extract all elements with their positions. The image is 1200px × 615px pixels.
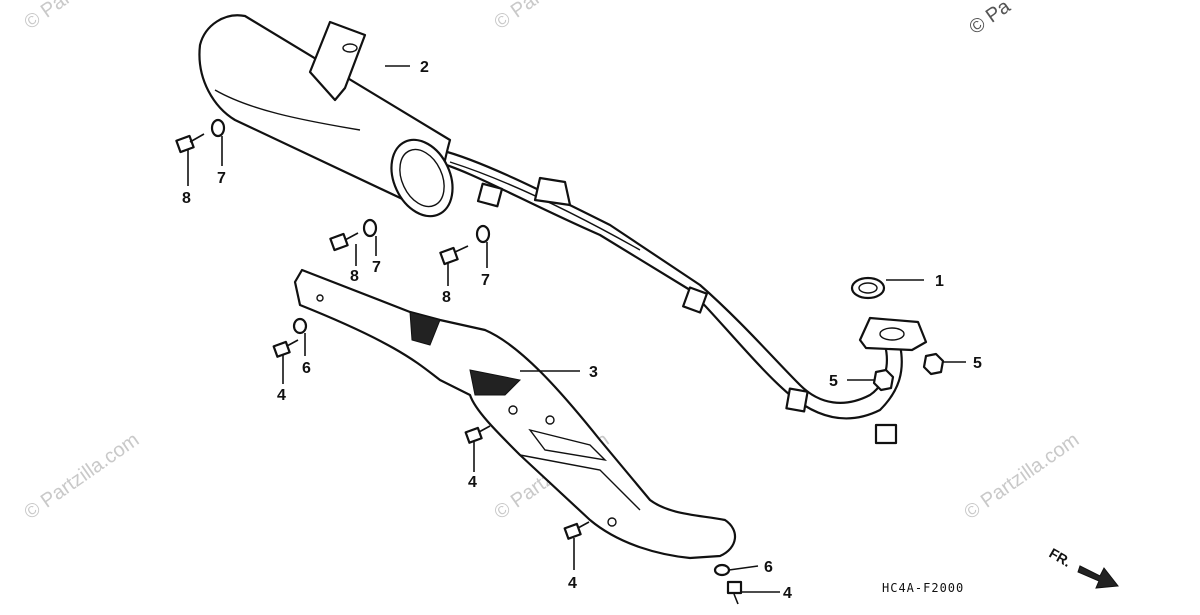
callout-7: 7 — [217, 170, 226, 187]
callout-2: 2 — [420, 59, 429, 76]
callout-6: 6 — [302, 360, 311, 377]
callout-4: 4 — [783, 585, 792, 602]
callout-5: 5 — [829, 373, 838, 390]
callout-7: 7 — [372, 259, 381, 276]
gasket — [850, 276, 886, 300]
front-arrow-icon — [1077, 565, 1119, 589]
callout-8: 8 — [442, 289, 451, 306]
callout-8: 8 — [182, 190, 191, 207]
callout-7: 7 — [481, 272, 490, 289]
bolt-4b — [464, 425, 491, 444]
callout-6: 6 — [764, 559, 773, 576]
washer-6b — [713, 563, 731, 577]
callout-5: 5 — [973, 355, 982, 372]
washer-7a — [210, 118, 226, 138]
callouts: 1 2 3 4 4 4 4 5 5 6 6 7 7 7 8 8 8 — [182, 59, 982, 602]
watermark-text: © Partzilla.com — [20, 429, 143, 524]
callout-4: 4 — [277, 387, 286, 404]
exhaust-pipe — [428, 148, 928, 445]
callout-4: 4 — [468, 474, 477, 491]
callout-1: 1 — [935, 273, 944, 290]
nut-5b — [922, 352, 945, 376]
diagram-code: HC4A-F2000 — [882, 581, 964, 595]
washer-7c — [475, 224, 491, 244]
front-direction-marker: FR. — [1047, 545, 1119, 589]
muffler — [198, 14, 454, 218]
callout-4: 4 — [568, 575, 577, 592]
bolt-8b — [329, 232, 359, 252]
washer-7b — [362, 218, 378, 238]
watermark-text: © Partzilla.com — [490, 0, 613, 34]
bolt-8a — [175, 133, 205, 154]
front-label: FR. — [1047, 545, 1075, 570]
callout-8: 8 — [350, 268, 359, 285]
nut-5a — [872, 368, 895, 392]
bolt-4d — [726, 580, 743, 605]
watermark-text: © Partzilla.com — [960, 429, 1083, 524]
washer-6a — [292, 317, 308, 335]
callout-3: 3 — [589, 364, 598, 381]
bolt-8c — [439, 245, 469, 266]
heat-guard — [293, 268, 736, 560]
watermark-corner: © Pa — [965, 0, 1015, 39]
leader-lines — [187, 65, 966, 593]
bolt-4a — [272, 339, 299, 358]
watermark-text: © Partzilla.com — [20, 0, 143, 34]
bolt-4c — [563, 521, 590, 540]
